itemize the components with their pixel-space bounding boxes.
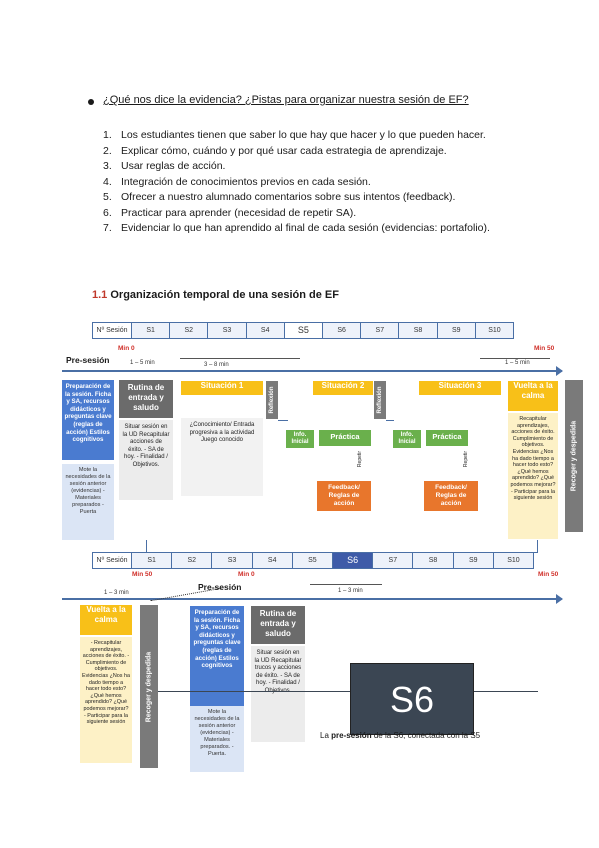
timeline-cell: S3 bbox=[208, 323, 247, 338]
time-range: 3 – 8 min bbox=[204, 362, 229, 368]
timeline-cell: S9 bbox=[453, 553, 494, 568]
presesion-label: Pre-sesión bbox=[66, 355, 110, 365]
duration-line bbox=[310, 584, 382, 585]
preparation-notes: Mote la necesidades de la sesión anterio… bbox=[190, 706, 244, 772]
presesion-label: Pre-sesión bbox=[198, 582, 242, 592]
timeline-cell: S7 bbox=[373, 553, 414, 568]
recoger-bar: Recoger y despedida bbox=[565, 380, 583, 532]
situation-1-body: ¿Conocimiento/ Entrada progresiva a la a… bbox=[181, 418, 263, 496]
practica-box: Práctica bbox=[426, 430, 468, 446]
timeline-cell: S5 bbox=[292, 553, 334, 568]
calma-body: Recapitular aprendizajes, acciones de éx… bbox=[508, 413, 558, 539]
s6-connector bbox=[474, 691, 538, 692]
list-item: 2.Explicar cómo, cuándo y por qué usar c… bbox=[103, 144, 447, 157]
list-item: 4.Integración de conocimientos previos e… bbox=[103, 175, 371, 188]
rutina-body: Situar sesión en la UD Recapitular accio… bbox=[119, 420, 173, 500]
rutina-body: Situar sesión en la UD Recapitular truco… bbox=[251, 646, 305, 742]
calma-header: Vuelta a la calma bbox=[80, 605, 132, 635]
min-start-label: Min 0 bbox=[238, 571, 255, 578]
timeline-label: Nº Sesión bbox=[93, 323, 132, 338]
timeline-cell: S1 bbox=[132, 553, 173, 568]
duration-line bbox=[180, 358, 300, 359]
connector-line bbox=[278, 420, 288, 421]
min-end-label: Min 50 bbox=[538, 571, 559, 578]
list-item: 3.Usar reglas de acción. bbox=[103, 160, 226, 172]
intro-question: ¿Qué nos dice la evidencia? ¿Pistas para… bbox=[103, 94, 469, 106]
preparation-box: Preparación de la sesión. Ficha y SA, re… bbox=[190, 606, 244, 706]
bullet-dot bbox=[88, 99, 94, 105]
info-inicial-box: Info. Inicial bbox=[286, 430, 314, 448]
timeline-cell: S2 bbox=[172, 553, 213, 568]
timeline-cell: S8 bbox=[399, 323, 438, 338]
list-item: 5.Ofrecer a nuestro alumnado comentarios… bbox=[103, 191, 456, 203]
feedback-box: Feedback/ Reglas de acción bbox=[424, 481, 478, 511]
section-number: 1.1 bbox=[92, 289, 108, 301]
list-item: 6.Practicar para aprender (necesidad de … bbox=[103, 206, 357, 219]
info-inicial-box: Info. Inicial bbox=[393, 430, 421, 448]
calma-header: Vuelta a la calma bbox=[508, 381, 558, 411]
time-range: 1 – 5 min bbox=[130, 360, 155, 366]
min-end-label: Min 50 bbox=[132, 571, 153, 578]
timeline-cell: S10 bbox=[493, 553, 534, 568]
timeline-cell: S10 bbox=[475, 323, 514, 338]
time-range: 1 – 5 min bbox=[505, 360, 530, 366]
timeline-cell: S4 bbox=[252, 553, 293, 568]
recoger-bar: Recoger y despedida bbox=[140, 605, 158, 768]
axis-arrow-icon bbox=[556, 366, 563, 376]
min-start-label: Min 0 bbox=[118, 345, 135, 352]
situation-2-header: Situación 2 bbox=[313, 381, 373, 395]
timeline-cell: S3 bbox=[212, 553, 253, 568]
timeline-cell: S4 bbox=[246, 323, 285, 338]
timeline-cell: S1 bbox=[132, 323, 171, 338]
axis-arrow-icon bbox=[556, 594, 563, 604]
s6-box: S6 bbox=[350, 663, 474, 735]
evidence-list: 1.Los estudiantes tienen que saber lo qu… bbox=[103, 128, 503, 237]
situation-1-header: Situación 1 bbox=[181, 381, 263, 395]
session-axis bbox=[62, 598, 562, 600]
repetir-label: Repetir bbox=[463, 450, 470, 468]
feedback-box: Feedback/ Reglas de acción bbox=[317, 481, 371, 511]
duration-line bbox=[480, 358, 550, 359]
connector-line bbox=[386, 420, 394, 421]
timeline-cell: S8 bbox=[413, 553, 454, 568]
session-axis bbox=[62, 370, 562, 372]
list-item: 7.Evidenciar lo que han aprendido al fin… bbox=[103, 222, 490, 234]
timeline-label: Nº Sesión bbox=[93, 553, 132, 568]
min-end-label: Min 50 bbox=[534, 345, 555, 352]
preparation-notes: Mote la necesidades de la sesión anterio… bbox=[62, 464, 114, 540]
reflexion-tag: Reflexión bbox=[266, 381, 278, 419]
repetir-label: Repetir bbox=[357, 450, 364, 468]
timeline-cell: S9 bbox=[437, 323, 476, 338]
timeline-cell: S7 bbox=[361, 323, 400, 338]
calma-body: - Recapitular aprendizajes, acciones de … bbox=[80, 637, 132, 763]
timeline-cell-current: S5 bbox=[284, 323, 324, 338]
timeline-cell-current: S6 bbox=[333, 553, 374, 568]
preparation-box: Preparación de la sesión. Ficha y SA, re… bbox=[62, 380, 114, 460]
section-heading: 1.1 Organización temporal de una sesión … bbox=[92, 289, 339, 301]
session-timeline-1: Nº Sesión S1 S2 S3 S4 S5 S6 S7 S8 S9 S10 bbox=[92, 322, 514, 339]
time-range: 1 – 3 min bbox=[104, 590, 129, 596]
list-item: 1.Los estudiantes tienen que saber lo qu… bbox=[103, 129, 486, 141]
timeline-cell: S2 bbox=[170, 323, 209, 338]
reflexion-tag: Reflexión bbox=[374, 381, 386, 419]
rutina-header: Rutina de entrada y saludo bbox=[251, 606, 305, 644]
time-range: 1 – 3 min bbox=[338, 588, 363, 594]
section-title: Organización temporal de una sesión de E… bbox=[110, 289, 339, 301]
timeline-cell: S6 bbox=[323, 323, 362, 338]
session-timeline-2: Nº Sesión S1 S2 S3 S4 S5 S6 S7 S8 S9 S10 bbox=[92, 552, 534, 569]
situation-3-header: Situación 3 bbox=[419, 381, 501, 395]
s6-connector bbox=[158, 691, 350, 692]
rutina-header: Rutina de entrada y saludo bbox=[119, 380, 173, 418]
figure-caption: La pre-sesión de la S6, conectada con la… bbox=[320, 731, 481, 740]
practica-box: Práctica bbox=[319, 430, 371, 446]
